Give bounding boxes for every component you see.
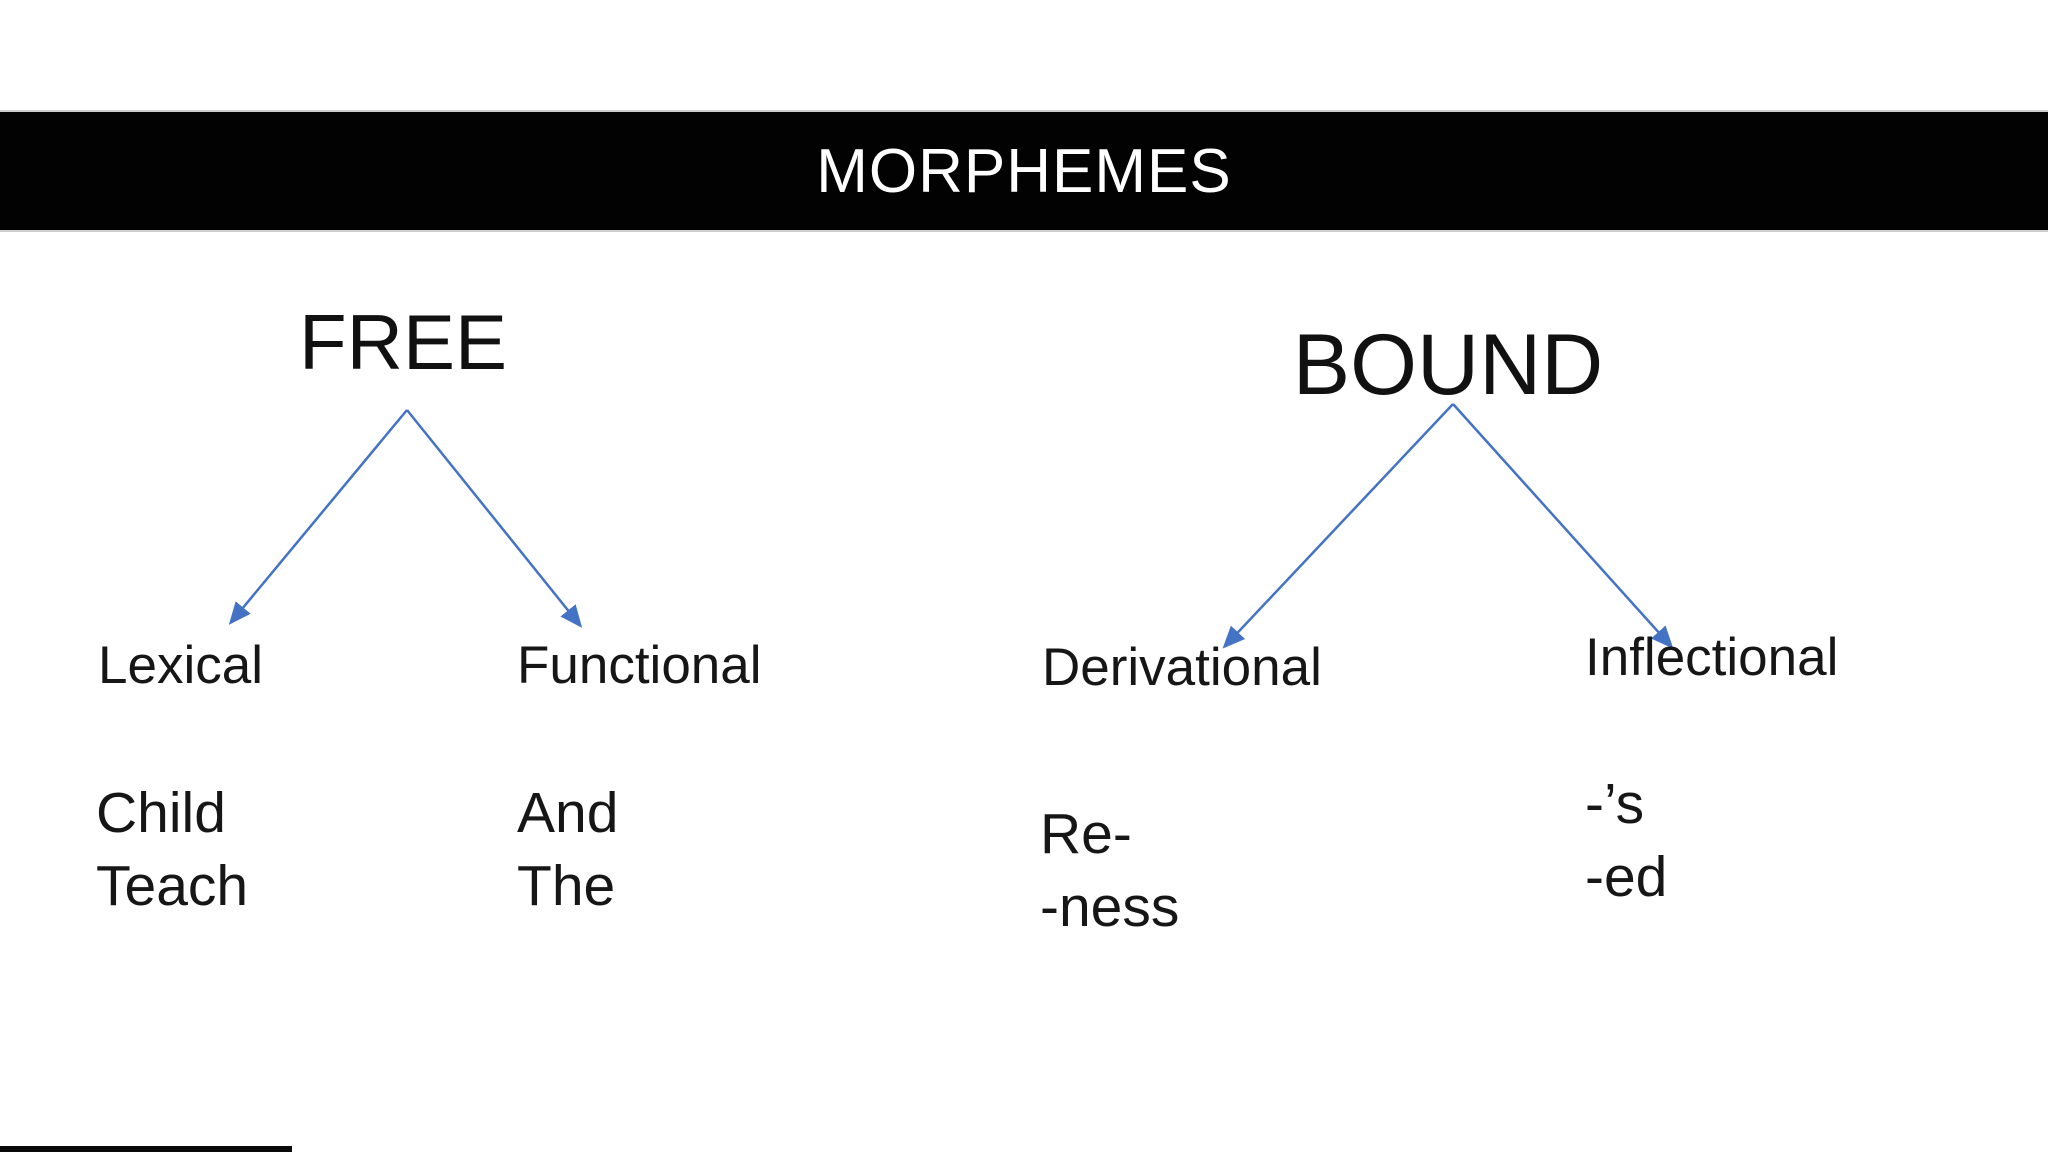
inflectional-example-word: -’s [1585, 772, 1645, 836]
bound-to-derivational-arrow [1222, 403, 1454, 649]
bound-root-heading: BOUND [1292, 317, 1604, 413]
derivational-example-word: -ness [1040, 875, 1180, 939]
derivational-label: Derivational [1042, 638, 1322, 697]
functional-example-word: And [517, 781, 619, 845]
slide-title: MORPHEMES [816, 136, 1232, 206]
derivational-example-word: Re- [1040, 802, 1132, 866]
derivational-examples: Re- -ness [1040, 798, 1179, 944]
lexical-examples: Child Teach [96, 777, 248, 923]
functional-examples: And The [517, 777, 618, 923]
lexical-example-word: Child [96, 781, 226, 845]
lexical-example-word: Teach [96, 854, 249, 918]
lexical-label: Lexical [98, 636, 263, 695]
free-root-heading: FREE [298, 298, 508, 386]
inflectional-example-word: -ed [1585, 845, 1668, 909]
functional-example-word: The [517, 854, 616, 918]
title-banner: MORPHEMES [0, 110, 2048, 232]
inflectional-examples: -’s -ed [1585, 768, 1667, 914]
functional-label: Functional [517, 636, 762, 695]
inflectional-label: Inflectional [1585, 628, 1839, 687]
bound-to-inflectional-arrow [1452, 403, 1674, 649]
free-to-functional-arrow [406, 409, 583, 628]
free-to-lexical-arrow [228, 409, 408, 625]
bottom-edge-artifact [0, 1146, 292, 1152]
